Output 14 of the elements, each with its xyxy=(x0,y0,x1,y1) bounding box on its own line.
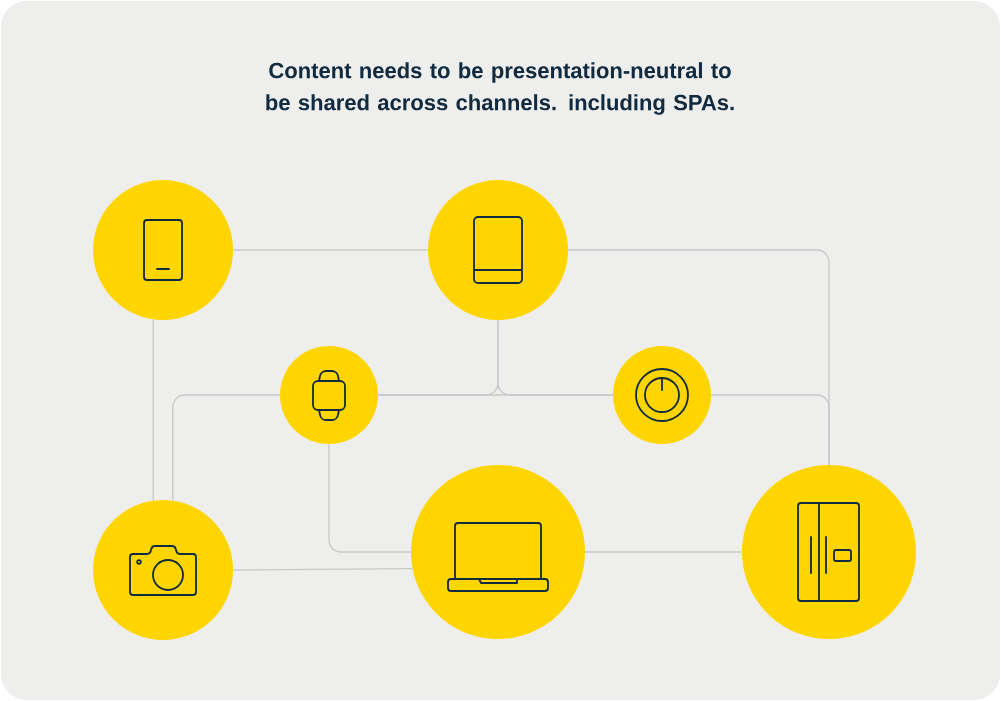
device-circle xyxy=(428,180,568,320)
device-circle xyxy=(613,346,711,444)
connector-line xyxy=(328,443,412,553)
device-circle xyxy=(280,346,378,444)
connector-line xyxy=(710,394,830,466)
connector-line xyxy=(377,394,614,396)
connector-line xyxy=(172,394,281,502)
device-circle xyxy=(742,465,916,639)
device-circle xyxy=(411,465,585,639)
connector-line xyxy=(232,568,414,571)
device-circle xyxy=(93,500,233,640)
title: Content needs to be presentation-neutral to be shared across channels. including SPAs. xyxy=(266,62,734,115)
connector-line xyxy=(152,318,154,502)
device-circle xyxy=(93,180,233,320)
